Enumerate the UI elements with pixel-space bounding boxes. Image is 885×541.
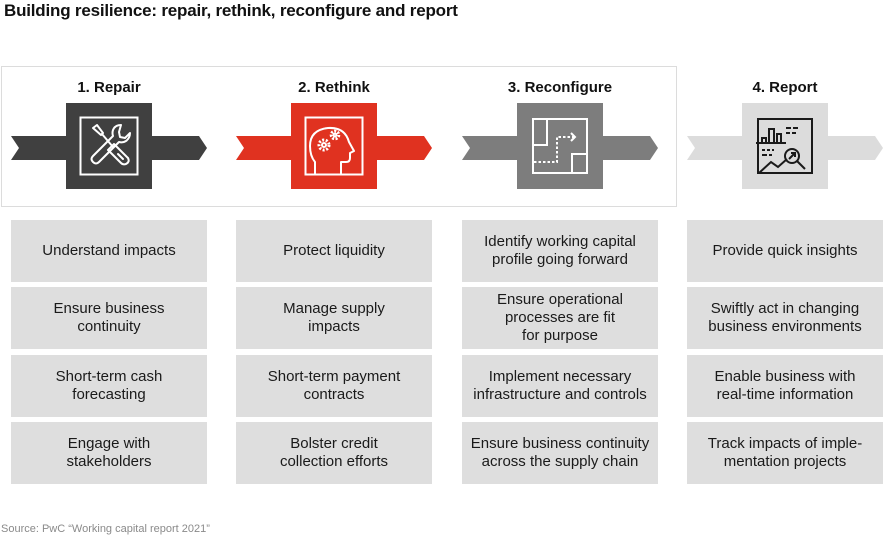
source-note: Source: PwC “Working capital report 2021…: [1, 523, 210, 535]
phase-title-repair: 1. Repair: [77, 79, 141, 96]
floorplan-path-icon: [517, 103, 603, 189]
reconfigure-item-2: Ensure operational processes are fit for…: [462, 287, 658, 349]
rethink-item-2: Manage supply impacts: [236, 287, 432, 349]
repair-item-3: Short-term cash forecasting: [11, 355, 207, 417]
report-item-3: Enable business with real-time informati…: [687, 355, 883, 417]
phase-title-report: 4. Report: [752, 79, 818, 96]
repair-item-1: Understand impacts: [11, 220, 207, 282]
reconfigure-item-1: Identify working capital profile going f…: [462, 220, 658, 282]
report-item-4: Track impacts of imple- mentation projec…: [687, 422, 883, 484]
chart-title: Building resilience: repair, rethink, re…: [4, 1, 458, 20]
phase-title-rethink: 2. Rethink: [298, 79, 370, 96]
reconfigure-item-3: Implement necessary infrastructure and c…: [462, 355, 658, 417]
tools-icon: [66, 103, 152, 189]
reconfigure-item-4: Ensure business continuity across the su…: [462, 422, 658, 484]
report-analytics-icon: [742, 103, 828, 189]
rethink-item-1: Protect liquidity: [236, 220, 432, 282]
repair-item-2: Ensure business continuity: [11, 287, 207, 349]
report-item-2: Swiftly act in changing business environ…: [687, 287, 883, 349]
repair-item-4: Engage with stakeholders: [11, 422, 207, 484]
rethink-item-4: Bolster credit collection efforts: [236, 422, 432, 484]
report-item-1: Provide quick insights: [687, 220, 883, 282]
head-gears-icon: [291, 103, 377, 189]
rethink-item-3: Short-term payment contracts: [236, 355, 432, 417]
phases-1-3-frame: [1, 66, 677, 207]
phase-title-reconfigure: 3. Reconfigure: [507, 79, 613, 96]
